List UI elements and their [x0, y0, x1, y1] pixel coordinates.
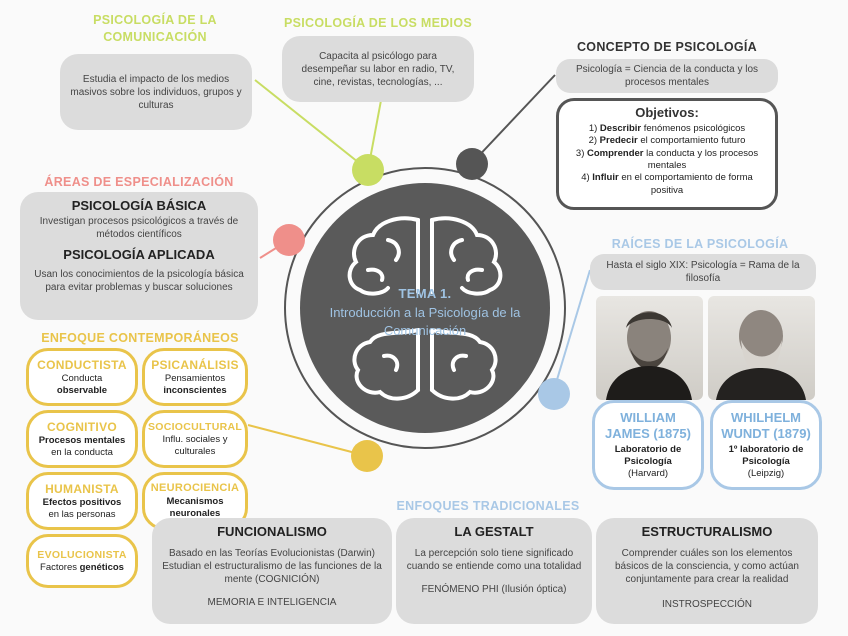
center-title: Introducción a la Psicología de la Comun…: [298, 304, 552, 339]
cognitivo-pill: COGNITIVO Procesos mentales en la conduc…: [26, 410, 138, 468]
estructuralismo-title: ESTRUCTURALISMO: [642, 524, 773, 541]
comunicacion-box: Estudia el impacto de los medios masivos…: [60, 54, 252, 130]
raices-box: Hasta el siglo XIX: Psicología = Rama de…: [590, 254, 816, 290]
conductista-pill: CONDUCTISTA Conducta observable: [26, 348, 138, 406]
dot-dark: [456, 148, 488, 180]
areas-box: PSICOLOGÍA BÁSICA Investigan procesos ps…: [20, 192, 258, 320]
medios-text: Capacita al psicólogo para desempeñar su…: [292, 50, 464, 89]
james-box: WILLIAM JAMES (1875) Laboratorio de Psic…: [592, 400, 704, 490]
estructuralismo-box: ESTRUCTURALISMO Comprender cuáles son lo…: [596, 518, 818, 624]
concepto-box: Psicología = Ciencia de la conducta y lo…: [556, 59, 778, 93]
aplicada-text: Usan los conocimientos de la psicología …: [26, 268, 252, 294]
line-contemporaneos: [248, 425, 367, 456]
james-name: WILLIAM JAMES (1875): [599, 410, 697, 441]
line-raices: [553, 270, 590, 393]
humanista-pill: HUMANISTA Efectos positivos en las perso…: [26, 472, 138, 530]
wundt-lab: 1º laboratorio de Psicología: [717, 444, 815, 468]
objetivos-box: Objetivos: 1) Describir fenómenos psicol…: [556, 98, 778, 210]
wundt-box: WHILHELM WUNDT (1879) 1º laboratorio de …: [710, 400, 822, 490]
objetivo-3: 3) Comprender la conducta y los procesos…: [565, 148, 769, 173]
objetivo-1: 1) Describir fenómenos psicológicos: [565, 123, 769, 135]
funcionalismo-box: FUNCIONALISMO Basado en las Teorías Evol…: [152, 518, 392, 624]
areas-title: ÁREAS DE ESPECIALIZACIÓN: [22, 175, 256, 189]
contemporaneos-title: ENFOQUE CONTEMPORÁNEOS: [30, 331, 250, 345]
wundt-place: (Leipzig): [748, 468, 784, 480]
concepto-text: Psicología = Ciencia de la conducta y lo…: [564, 63, 770, 89]
dot-blue: [538, 378, 570, 410]
wundt-name: WHILHELM WUNDT (1879): [717, 410, 815, 441]
medios-title: PSICOLOGÍA DE LOS MEDIOS: [276, 16, 480, 30]
basica-text: Investigan procesos psicológicos a travé…: [26, 215, 252, 241]
wundt-photo: [708, 296, 815, 400]
objetivos-title: Objetivos:: [565, 105, 769, 122]
comunicacion-title: PSICOLOGÍA DE LA COMUNICACIÓN: [80, 12, 230, 46]
objetivo-2: 2) Predecir el comportamiento futuro: [565, 135, 769, 147]
gestalt-title: LA GESTALT: [454, 524, 533, 541]
psicanalisis-pill: PSICANÁLISIS Pensamientos inconscientes: [142, 348, 248, 406]
dot-red: [273, 224, 305, 256]
james-lab: Laboratorio de Psicología: [599, 444, 697, 468]
funcionalismo-title: FUNCIONALISMO: [217, 524, 327, 541]
raices-text: Hasta el siglo XIX: Psicología = Rama de…: [596, 259, 810, 285]
evolucionista-pill: EVOLUCIONISTA Factores genéticos: [26, 534, 138, 588]
aplicada-title: PSICOLOGÍA APLICADA: [63, 247, 214, 264]
dot-yellow: [351, 440, 383, 472]
objetivo-4: 4) Influir en el comportamiento de forma…: [565, 172, 769, 197]
basica-title: PSICOLOGÍA BÁSICA: [72, 198, 207, 215]
sociocultural-pill: SOCIOCULTURAL Influ. sociales y cultural…: [142, 410, 248, 468]
james-place: (Harvard): [628, 468, 668, 480]
raices-title: RAÍCES DE LA PSICOLOGÍA: [600, 237, 800, 251]
medios-box: Capacita al psicólogo para desempeñar su…: [282, 36, 474, 102]
concepto-title: CONCEPTO DE PSICOLOGÍA: [560, 40, 774, 54]
james-photo: [596, 296, 703, 400]
gestalt-box: LA GESTALT La percepción solo tiene sign…: [396, 518, 592, 624]
tradicionales-title: ENFOQUES TRADICIONALES: [380, 499, 596, 513]
comunicacion-text: Estudia el impacto de los medios masivos…: [70, 73, 242, 112]
center-tema: TEMA 1.: [300, 286, 550, 301]
line-concepto: [472, 75, 555, 163]
dot-green: [352, 154, 384, 186]
